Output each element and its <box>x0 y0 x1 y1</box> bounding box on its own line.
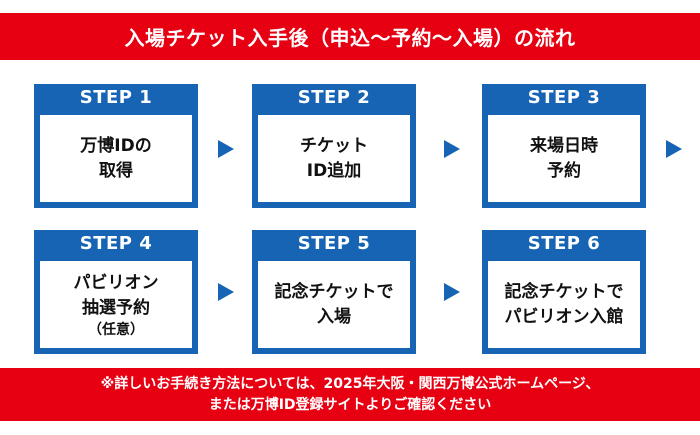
step-1-content: 万博IDの 取得 <box>40 115 192 202</box>
step-2-label: STEP 2 <box>297 87 371 108</box>
triangle-right-icon <box>444 140 460 158</box>
step-3-line-1: 来場日時 <box>530 135 598 156</box>
step-2-content: チケット ID追加 <box>258 115 410 202</box>
step-4-content: パビリオン 抽選予約 （任意） <box>40 261 192 348</box>
triangle-right-icon <box>218 140 234 158</box>
step-1-box: STEP 1 万博IDの 取得 <box>34 84 198 208</box>
step-4-label: STEP 4 <box>79 233 153 254</box>
step-2-line-2: ID追加 <box>306 160 362 181</box>
step-5-box: STEP 5 記念チケットで 入場 <box>252 230 416 354</box>
step-1-line-1: 万博IDの <box>80 135 152 156</box>
step-5-line-2: 入場 <box>317 306 351 327</box>
step-6-label: STEP 6 <box>527 233 601 254</box>
page-title: 入場チケット入手後（申込〜予約〜入場）の流れ <box>124 26 576 50</box>
step-5-content: 記念チケットで 入場 <box>258 261 410 348</box>
step-3-content: 来場日時 予約 <box>488 115 640 202</box>
step-2-line-1: チケット <box>300 135 368 156</box>
triangle-right-icon <box>666 140 682 158</box>
step-6-line-2: パビリオン入館 <box>504 306 624 327</box>
triangle-right-icon <box>444 283 460 301</box>
step-4-line-1: パビリオン <box>73 272 159 293</box>
step-1-label: STEP 1 <box>79 87 153 108</box>
footer-line-2: または万博ID登録サイトよりご確認ください <box>208 396 492 413</box>
step-5-line-1: 記念チケットで <box>274 281 394 302</box>
step-4-note: （任意） <box>88 321 144 338</box>
step-2-box: STEP 2 チケット ID追加 <box>252 84 416 208</box>
step-3-box: STEP 3 来場日時 予約 <box>482 84 646 208</box>
step-6-box: STEP 6 記念チケットで パビリオン入館 <box>482 230 646 354</box>
step-5-label: STEP 5 <box>297 233 371 254</box>
step-3-label: STEP 3 <box>527 87 601 108</box>
triangle-right-icon <box>218 283 234 301</box>
step-4-box: STEP 4 パビリオン 抽選予約 （任意） <box>34 230 198 354</box>
step-1-line-2: 取得 <box>99 160 133 181</box>
footer-notice: ※詳しいお手続き方法については、2025年大阪・関西万博公式ホームページ、 また… <box>0 368 700 421</box>
step-3-line-2: 予約 <box>547 160 581 181</box>
step-6-line-1: 記念チケットで <box>504 281 624 302</box>
footer-line-1: ※詳しいお手続き方法については、2025年大阪・関西万博公式ホームページ、 <box>100 375 600 392</box>
step-4-line-2: 抽選予約 <box>82 297 150 318</box>
title-bar: 入場チケット入手後（申込〜予約〜入場）の流れ <box>0 13 700 60</box>
step-6-content: 記念チケットで パビリオン入館 <box>488 261 640 348</box>
